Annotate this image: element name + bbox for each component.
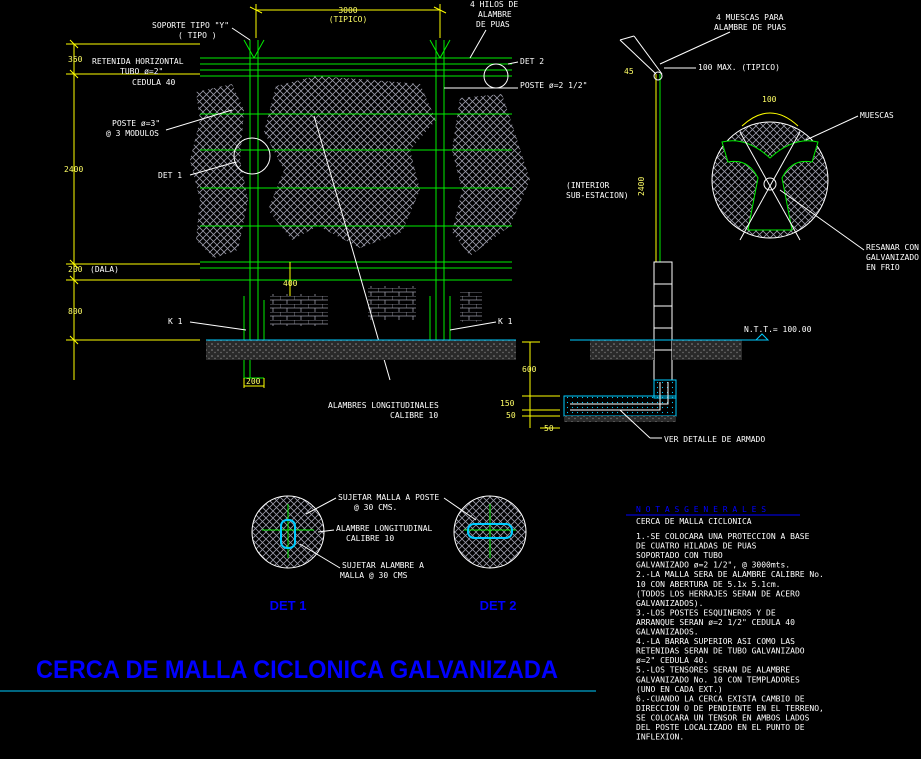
resanar-label-2: GALVANIZADO: [866, 253, 919, 262]
elevation-labels: SOPORTE TIPO "Y" ( TIPO ) 4 HILOS DE ALA…: [92, 0, 587, 420]
note-line: DEL POSTE LOCALIZADO EN EL PUNTO DE: [636, 723, 805, 732]
armado-label: VER DETALLE DE ARMADO: [664, 435, 765, 444]
section-ground-right: [672, 340, 742, 360]
note-line: INFLEXION.: [636, 733, 684, 742]
det2-ref: DET 2: [520, 57, 544, 66]
note-line: 6.-CUANDO LA CERCA EXISTA CAMBIO DE: [636, 694, 805, 703]
dim-200: 200: [68, 265, 83, 274]
det1-ref: DET 1: [158, 171, 182, 180]
retenida-label-2: TUBO ø=2": [120, 67, 163, 76]
dim-350: 350: [68, 55, 83, 64]
soporte-label-1: SOPORTE TIPO "Y": [152, 21, 229, 30]
dim-2400: 2400: [64, 165, 83, 174]
fence-elevation: [190, 39, 530, 381]
alambres-label-2: CALIBRE 10: [390, 411, 438, 420]
interior-label-1: (INTERIOR: [566, 181, 610, 190]
alambre-long-1: ALAMBRE LONGITUDINAL: [336, 524, 433, 533]
note-line: RETENIDAS SERAN DE TUBO GALVANIZADO: [636, 647, 805, 656]
retenida-label-1: RETENIDA HORIZONTAL: [92, 57, 184, 66]
ground-strip: [206, 340, 516, 360]
note-line: 4.-LA BARRA SUPERIOR ASI COMO LAS: [636, 637, 795, 646]
note-line: 5.-LOS TENSORES SERAN DE ALAMBRE: [636, 666, 790, 675]
elevation-dimensions: 3000 (TIPICO) 350 2400 200 (DALA) 800 40…: [64, 4, 447, 388]
k1-right: K 1: [498, 317, 513, 326]
resanar-label-1: RESANAR CON: [866, 243, 919, 252]
dim-600: 600: [522, 365, 537, 374]
mesh-hatch-center: [264, 76, 436, 248]
sujetar-malla-2: @ 30 CMS.: [354, 503, 397, 512]
alambre-long-2: CALIBRE 10: [346, 534, 394, 543]
section-ground-left: [590, 340, 654, 360]
note-line: ø=2" CEDULA 40.: [636, 656, 708, 665]
side-section: 45 100 MAX. (TIPICO) 4 MUESCAS PARA ALAM…: [500, 13, 812, 444]
note-line: 1.-SE COLOCARA UNA PROTECCION A BASE: [636, 532, 810, 541]
note-line: (TODOS LOS HERRAJES SERAN DE ACERO: [636, 589, 800, 598]
note-line: DIRECCION O DE PENDIENTE EN EL TERRENO,: [636, 704, 824, 713]
note-line: 3.-LOS POSTES ESQUINEROS Y DE: [636, 608, 776, 617]
dim-800: 800: [68, 307, 83, 316]
note-line: 10 CON ABERTURA DE 5.1x 5.1cm.: [636, 580, 781, 589]
hilos-label-2: ALAMBRE: [478, 10, 512, 19]
mesh-hatch-left: [190, 84, 248, 258]
section-dim-2400: 2400: [637, 177, 646, 196]
title-block: CERCA DE MALLA CICLONICA GALVANIZADA: [0, 656, 596, 692]
muescas-detail: 100 MUESCAS RESANAR CON GALVANIZADO EN F…: [711, 95, 919, 272]
det1-title: DET 1: [270, 598, 307, 613]
max-label: 100 MAX. (TIPICO): [698, 63, 780, 72]
det2-title: DET 2: [480, 598, 517, 613]
sujetar-alambre-2: MALLA @ 30 CMS: [340, 571, 408, 580]
brick-hatch-1: [270, 294, 328, 326]
angle-label: 45: [624, 67, 634, 76]
interior-label-2: SUB-ESTACION): [566, 191, 629, 200]
drawing-title: CERCA DE MALLA CICLONICA GALVANIZADA: [36, 656, 558, 684]
sujetar-alambre-1: SUJETAR ALAMBRE A: [342, 561, 424, 570]
note-line: 2.-LA MALLA SERA DE ALAMBRE CALIBRE No.: [636, 570, 824, 579]
soporte-label-2: ( TIPO ): [178, 31, 217, 40]
note-line: GALVANIZADOS).: [636, 599, 703, 608]
note-line: SE COLOCARA UN TENSOR EN AMBOS LADOS: [636, 713, 810, 722]
note-line: SOPORTADO CON TUBO: [636, 551, 723, 560]
poste3-label-2: @ 3 MODULOS: [106, 129, 159, 138]
note-line: GALVANIZADO No. 10 CON TEMPLADORES: [636, 675, 800, 684]
muescas-top-2: ALAMBRE DE PUAS: [714, 23, 786, 32]
dim-top-note: (TIPICO): [329, 15, 368, 24]
poste-ref: POSTE ø=2 1/2": [520, 81, 587, 90]
general-notes: N O T A S G E N E R A L E S CERCA DE MAL…: [626, 505, 824, 742]
ntt-label: N.T.T.= 100.00: [744, 325, 812, 334]
mesh-hatch-right: [452, 94, 530, 256]
resanar-label-3: EN FRIO: [866, 263, 900, 272]
muescas-top-1: 4 MUESCAS PARA: [716, 13, 784, 22]
hilos-label-3: DE PUAS: [476, 20, 510, 29]
k1-left: K 1: [168, 317, 183, 326]
note-line: GALVANIZADOS.: [636, 628, 699, 637]
dala-label: (DALA): [90, 265, 119, 274]
poste3-label-1: POSTE ø=3": [112, 119, 160, 128]
details: SUJETAR MALLA A POSTE @ 30 CMS. ALAMBRE …: [251, 493, 527, 613]
muescas-label: MUESCAS: [860, 111, 894, 120]
brick-hatch-2: [368, 286, 416, 320]
note-line: (UNO EN CADA EXT.): [636, 685, 723, 694]
brick-hatch-3: [460, 292, 482, 322]
note-line: ARRANQUE SERAN ø=2 1/2" CEDULA 40: [636, 618, 795, 627]
dim-150: 150: [500, 399, 515, 408]
alambres-label-1: ALAMBRES LONGITUDINALES: [328, 401, 439, 410]
dim-top-value: 3000: [338, 6, 357, 15]
retenida-label-3: CEDULA 40: [132, 78, 176, 87]
notes-subheading: CERCA DE MALLA CICLONICA: [636, 517, 752, 526]
dim-50b: 50: [544, 424, 554, 433]
dim-100: 100: [762, 95, 777, 104]
dim-50a: 50: [506, 411, 516, 420]
hilos-label-1: 4 HILOS DE: [470, 0, 518, 9]
sujetar-malla-1: SUJETAR MALLA A POSTE: [338, 493, 439, 502]
note-line: GALVANIZADO ø=2 1/2", @ 3000mts.: [636, 561, 790, 570]
notes-heading: N O T A S G E N E R A L E S: [636, 505, 766, 514]
dim-400: 400: [283, 279, 298, 288]
dim-base: 200: [246, 377, 261, 386]
note-line: DE CUATRO HILADAS DE PUAS: [636, 542, 757, 551]
